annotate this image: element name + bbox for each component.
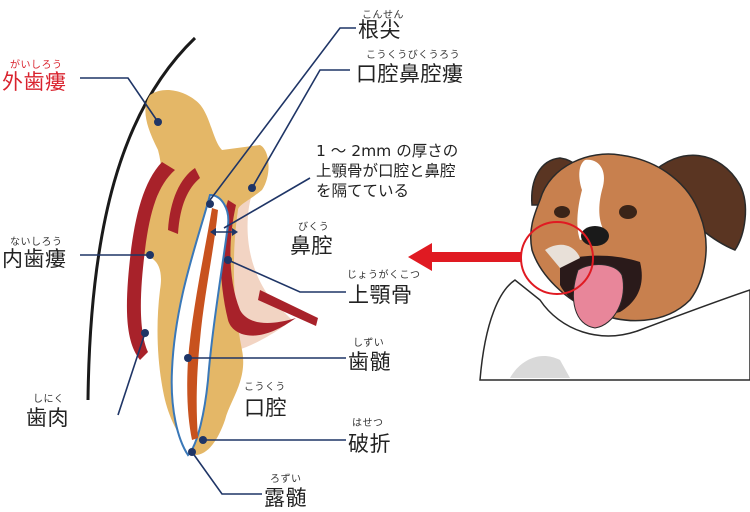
note-line-3: を隔てている xyxy=(316,182,410,200)
dog-illustration xyxy=(479,153,750,381)
leader-shiniku xyxy=(117,332,146,416)
leader-jougakukotsu xyxy=(227,259,346,293)
pulp xyxy=(187,208,218,440)
dot-oronasal xyxy=(248,184,256,192)
konsen-ruby: こんせん xyxy=(362,10,404,21)
gaishirou-ruby: がいしろう xyxy=(10,60,63,71)
shiniku-ruby: しにく xyxy=(33,394,65,405)
gum-inner xyxy=(168,168,200,234)
nasal-stripe xyxy=(258,290,318,326)
dot-rozui xyxy=(188,448,196,456)
bikuu-label: 鼻腔 xyxy=(290,234,333,258)
note-line-1: 1 ～ 2mm の厚さの xyxy=(316,142,459,160)
dot-shizui xyxy=(184,354,192,362)
dog-eye-left xyxy=(554,206,570,218)
leader-oronasal xyxy=(251,69,350,189)
dot-naishirou xyxy=(146,251,154,259)
leader-konsen xyxy=(209,27,356,201)
dog-body xyxy=(479,279,750,381)
konsen-label: 根尖 xyxy=(358,18,401,42)
leader-gaishirou xyxy=(80,77,159,123)
dot-hasetsu xyxy=(199,436,207,444)
koukuu-ruby: こうくう xyxy=(244,382,286,393)
dot-gaishirou xyxy=(154,118,162,126)
koukuu-label: 口腔 xyxy=(244,396,287,420)
leader-note xyxy=(223,177,311,229)
dot-shiniku xyxy=(141,329,149,337)
magnifier-circle xyxy=(520,221,594,295)
oronasal-fistula-label: 口腔鼻腔瘻 xyxy=(356,62,464,86)
dot-jougakukotsu xyxy=(224,256,232,264)
shiniku-label: 歯肉 xyxy=(26,406,69,430)
dog-chest-shade xyxy=(510,356,570,378)
bikuu-ruby: びくう xyxy=(298,222,330,233)
rozui-label: 露髄 xyxy=(264,486,307,510)
dog-eye-right xyxy=(619,205,637,219)
hasetsu-ruby: はせつ xyxy=(352,418,384,429)
note-line-2: 上顎骨が口腔と鼻腔 xyxy=(316,162,456,180)
gaishirou-label: 外歯瘻 xyxy=(2,70,67,94)
jougakukotsu-label: 上顎骨 xyxy=(348,283,413,307)
thickness-arrowhead-right xyxy=(232,228,238,236)
oronasal-fistula-ruby: こうくうびくうろう xyxy=(366,50,461,61)
gum-outer xyxy=(126,162,175,360)
rozui-ruby: ろずい xyxy=(270,474,302,485)
leader-rozui xyxy=(191,451,262,495)
dog-muzzle xyxy=(545,244,580,268)
shizui-label: 歯髄 xyxy=(348,350,391,374)
face-outline xyxy=(86,36,197,401)
naishirou-ruby: ないしろう xyxy=(10,237,63,248)
pointer-arrow xyxy=(408,243,522,271)
dog-blaze xyxy=(577,159,605,240)
dot-konsen xyxy=(206,200,214,208)
naishirou-label: 内歯瘻 xyxy=(2,247,67,271)
hasetsu-label: 破折 xyxy=(348,432,391,456)
jougakukotsu-ruby: じょうがくこつ xyxy=(347,270,421,281)
shizui-ruby: しずい xyxy=(353,338,385,349)
thickness-arrowhead-left xyxy=(210,228,216,236)
